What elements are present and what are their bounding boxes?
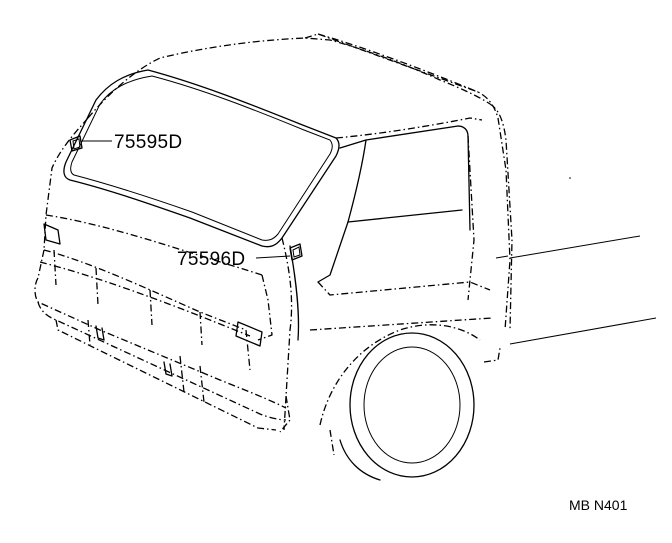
front-bumper [34, 277, 291, 433]
pillar-emblem-part [255, 243, 303, 261]
windshield [63, 69, 340, 248]
front-panel [39, 223, 263, 371]
front-wheel [319, 324, 481, 481]
callout-75595d: 75595D [114, 132, 182, 153]
cab-outline [37, 33, 513, 341]
callout-75596d: 75596D [177, 249, 245, 270]
figure-code: MB N401 [569, 497, 628, 513]
roof-marker-lamp-part [69, 135, 112, 152]
rear-rails [483, 177, 657, 363]
door-frame [281, 117, 493, 431]
